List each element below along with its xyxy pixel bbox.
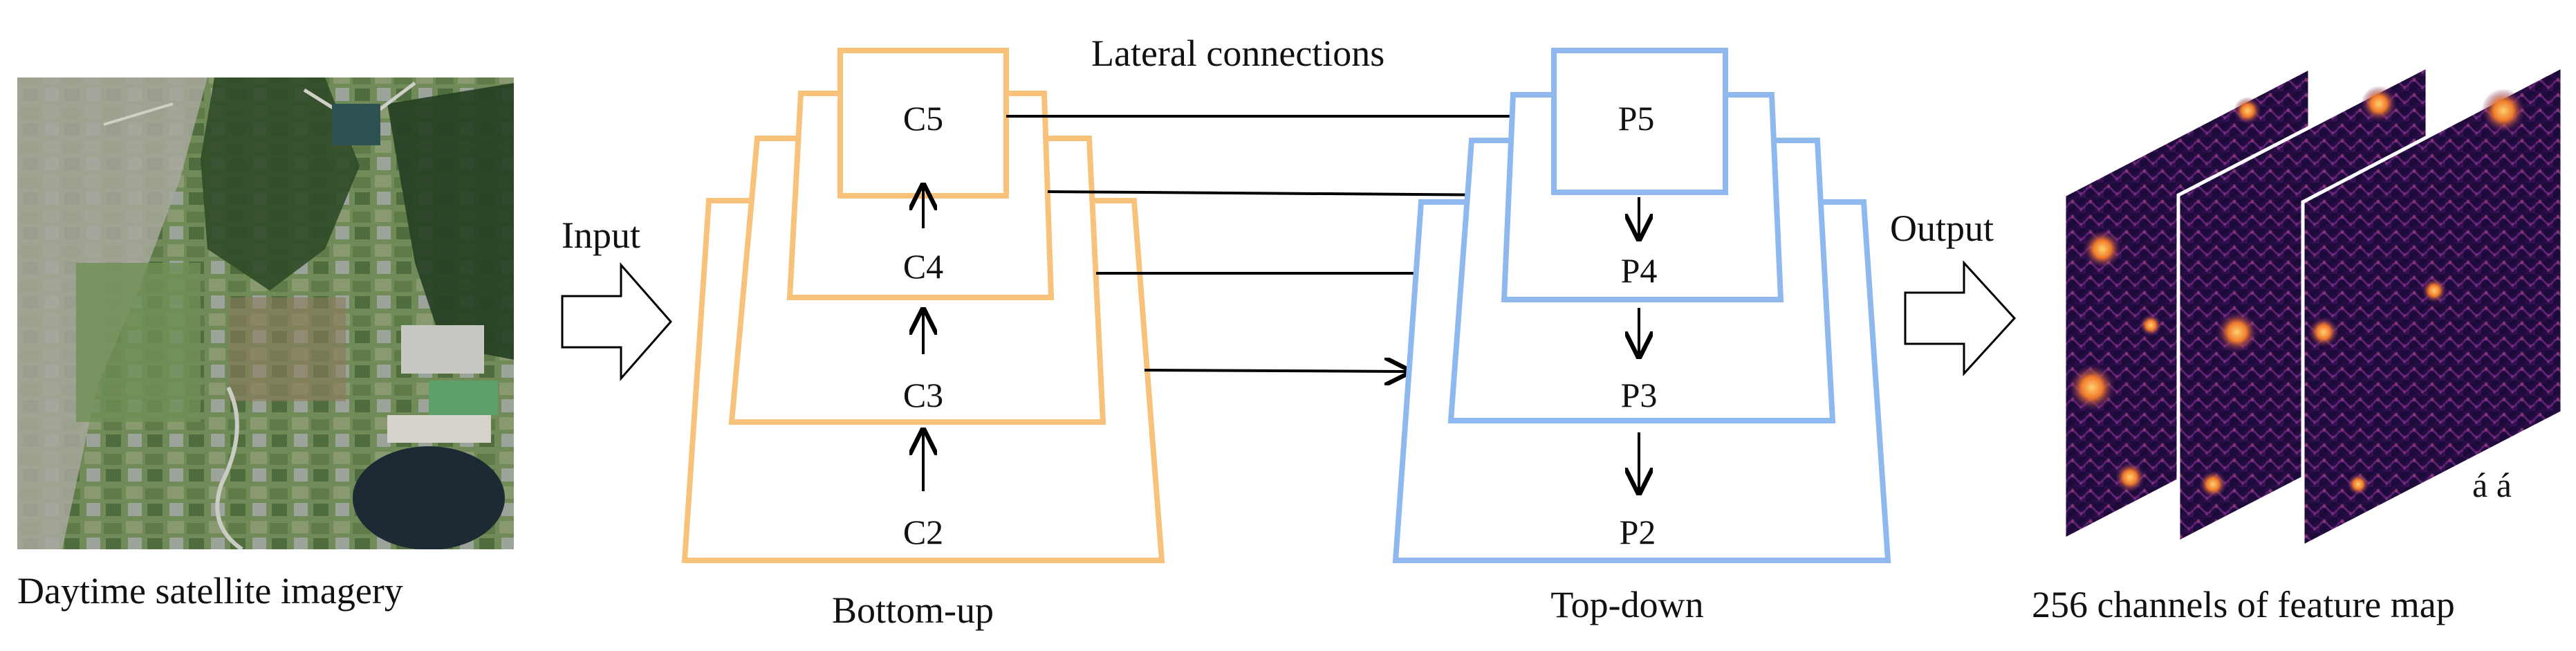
node-p3: P3: [1621, 376, 1658, 414]
node-c2: C2: [903, 513, 943, 551]
node-p2: P2: [1620, 513, 1656, 551]
top-down-label: Top-down: [1550, 584, 1703, 625]
node-c3: C3: [903, 376, 943, 414]
satellite-caption: Daytime satellite imagery: [17, 570, 403, 612]
lateral-connections-label: Lateral connections: [1091, 33, 1384, 74]
node-p4: P4: [1621, 251, 1658, 290]
output-arrow-icon: [1904, 260, 2017, 376]
input-arrow-icon: [561, 262, 672, 381]
node-c5: C5: [903, 99, 943, 138]
bottom-up-pyramid: [681, 48, 1165, 563]
top-down-pyramid: [1392, 48, 1891, 563]
feature-map-3: [2301, 63, 2564, 550]
output-label: Output: [1890, 208, 1994, 249]
lateral-arrow-c2-p2: [1144, 370, 1409, 372]
feature-map-caption: 256 channels of feature map: [2032, 584, 2455, 625]
lateral-arrow-c4-p4: [1047, 192, 1508, 195]
node-c4: C4: [903, 247, 943, 286]
satellite-image: [17, 77, 514, 549]
channel-ellipsis: á á: [2472, 466, 2512, 504]
c5-level: [837, 48, 1009, 199]
feature-map-stack: [2062, 63, 2564, 550]
input-label: Input: [562, 214, 640, 256]
bottom-up-label: Bottom-up: [832, 589, 994, 631]
node-p5: P5: [1618, 99, 1655, 138]
p5-level: [1551, 48, 1728, 195]
